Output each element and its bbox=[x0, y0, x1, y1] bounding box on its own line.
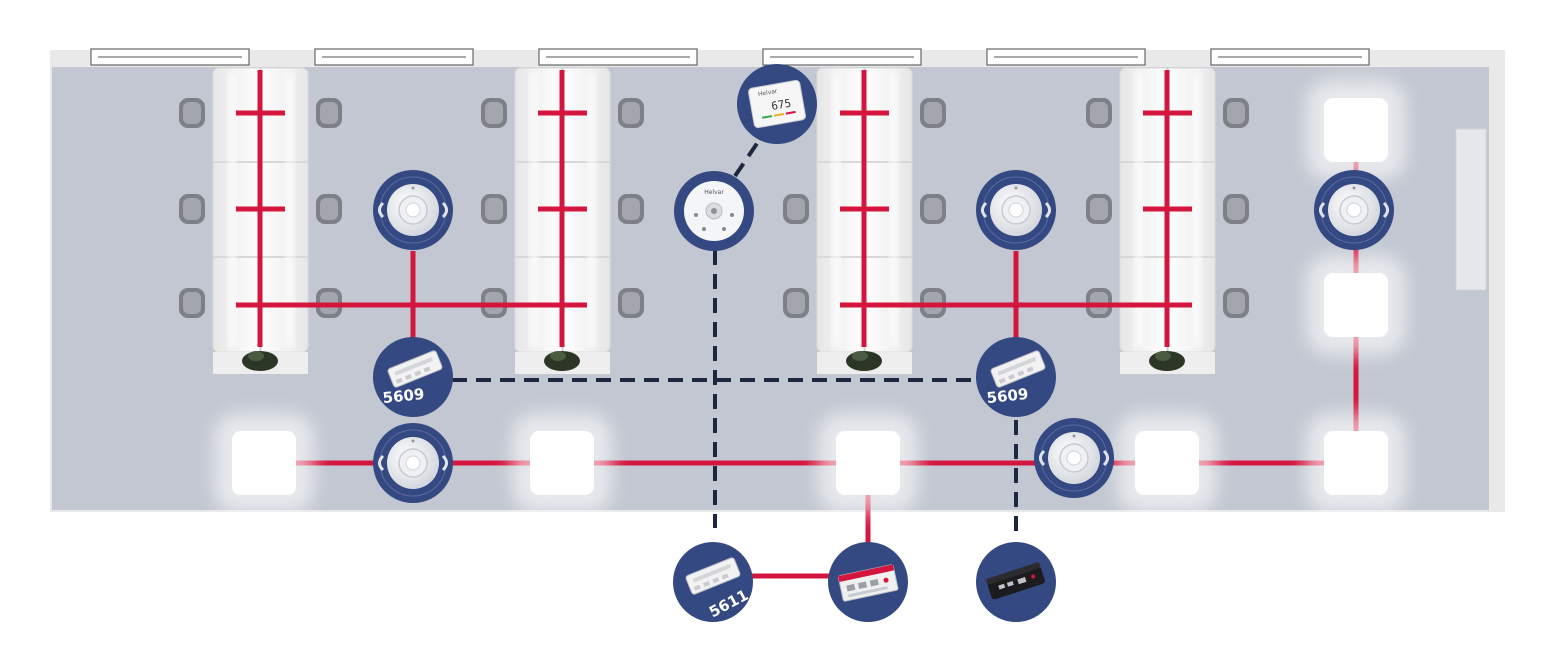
ceiling-panel bbox=[512, 413, 612, 513]
ceiling-panel bbox=[1306, 413, 1406, 513]
controller-label: 5609 bbox=[382, 385, 425, 407]
window bbox=[90, 48, 250, 66]
motion-sensor-icon bbox=[371, 421, 455, 505]
window bbox=[762, 48, 922, 66]
window bbox=[986, 48, 1146, 66]
motion-sensor-icon bbox=[974, 168, 1058, 252]
room-display-icon: Helvar 675 bbox=[737, 64, 817, 144]
desk-light-strips bbox=[229, 72, 1200, 348]
motion-sensor-icon bbox=[371, 168, 455, 252]
display-brand: Helvar bbox=[757, 88, 778, 98]
ceiling-panel bbox=[214, 413, 314, 513]
ceiling-panel bbox=[1306, 255, 1406, 355]
network-wiring bbox=[452, 137, 1018, 538]
led-controller-icon: 5609 bbox=[373, 337, 453, 417]
ceiling-panel bbox=[818, 413, 918, 513]
motion-sensor-icon bbox=[1312, 168, 1396, 252]
window bbox=[1210, 48, 1370, 66]
ceiling-panel bbox=[1117, 413, 1217, 513]
multi-sensor-icon: Helvar bbox=[674, 171, 754, 251]
gateway-module-icon bbox=[828, 542, 908, 622]
led-controller-icon: 5609 bbox=[976, 337, 1056, 417]
led-controller-icon: 5611 bbox=[673, 542, 753, 622]
sensor-brand: Helvar bbox=[704, 189, 724, 196]
display-reading: 675 bbox=[770, 97, 792, 113]
window-row bbox=[90, 48, 1370, 66]
controller-label: 5609 bbox=[986, 385, 1029, 407]
window bbox=[314, 48, 474, 66]
window bbox=[538, 48, 698, 66]
motion-sensor-icon bbox=[1032, 416, 1116, 500]
ceiling-panel bbox=[1306, 80, 1406, 180]
network-box-icon bbox=[976, 542, 1056, 622]
